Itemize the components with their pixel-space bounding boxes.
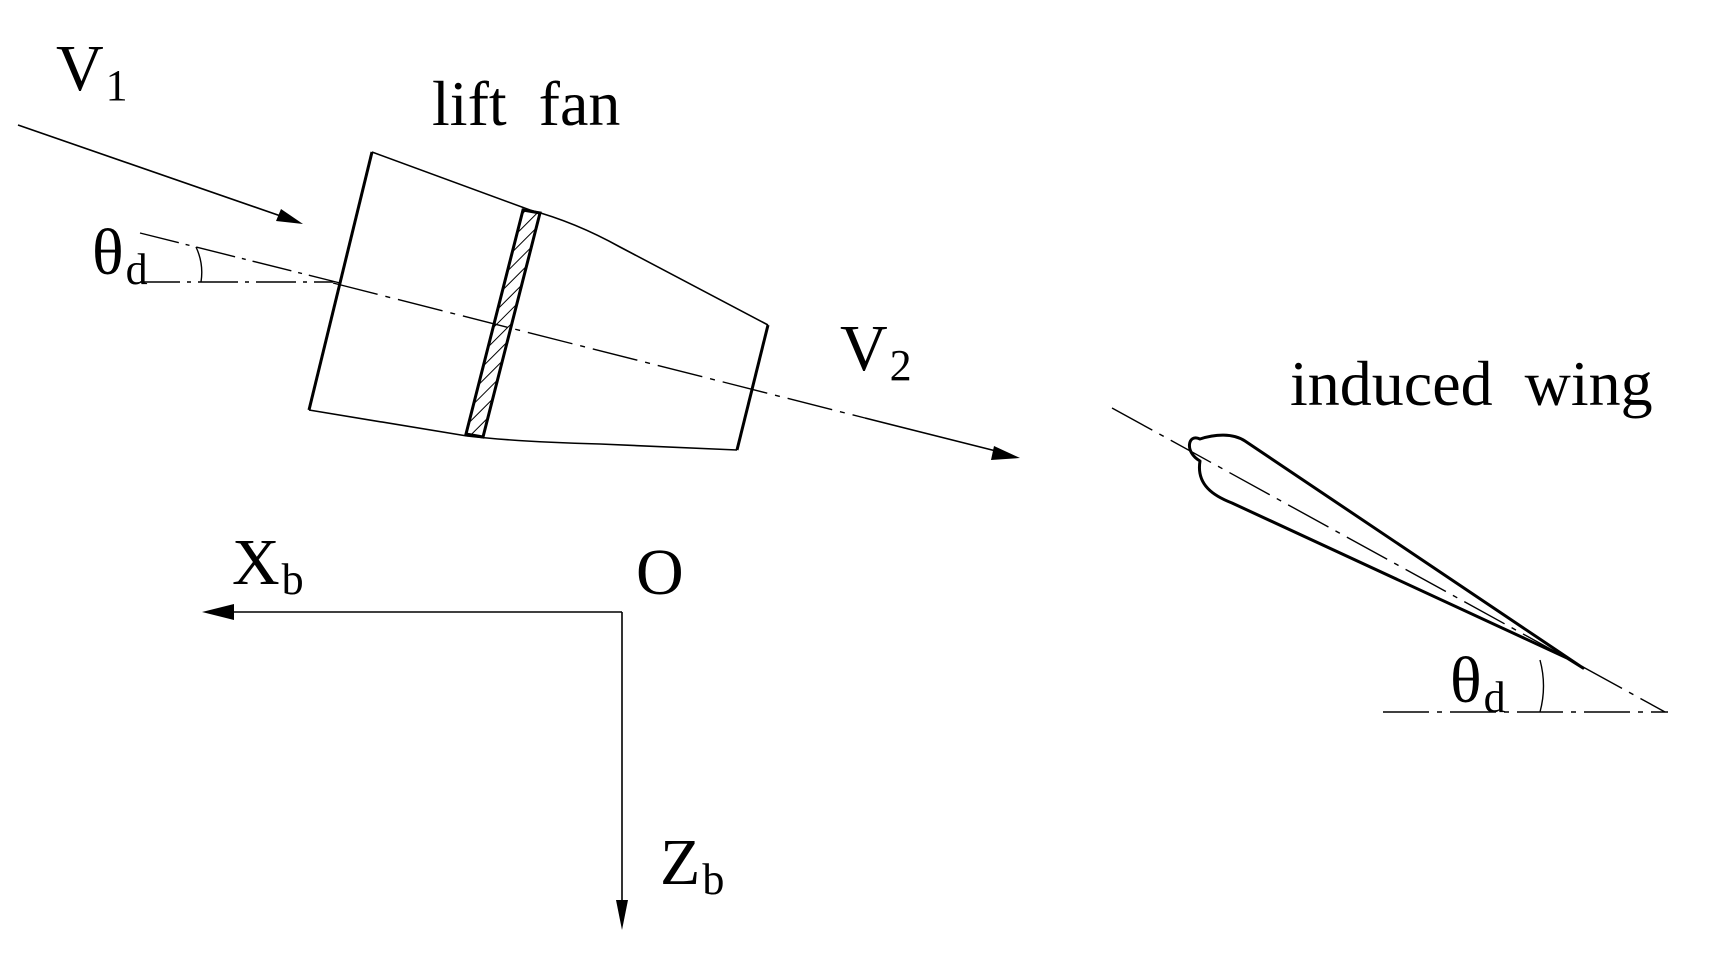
theta-angle-right bbox=[1383, 660, 1668, 712]
fan-centerline bbox=[333, 283, 865, 418]
theta-angle-left bbox=[140, 233, 340, 283]
theta-right-label: θd bbox=[1450, 648, 1506, 720]
theta-left-main: θ bbox=[92, 216, 124, 289]
v1-label: V1 bbox=[56, 36, 128, 108]
theta-left-label: θd bbox=[92, 220, 148, 292]
induced-wing-airfoil bbox=[1189, 435, 1583, 668]
theta-right-main: θ bbox=[1450, 644, 1482, 717]
zb-main: Z bbox=[660, 826, 701, 899]
xb-arrowhead bbox=[202, 604, 234, 620]
theta-left-sub: d bbox=[125, 245, 148, 294]
v1-arrow bbox=[18, 125, 303, 224]
v2-arrow bbox=[865, 418, 1020, 460]
body-axes bbox=[202, 604, 628, 930]
induced-wing-label: induced wing bbox=[1290, 348, 1653, 419]
v1-sub: 1 bbox=[105, 61, 128, 110]
origin-label: O bbox=[636, 536, 684, 609]
xb-sub: b bbox=[281, 555, 304, 604]
v2-label: V2 bbox=[840, 316, 912, 388]
theta-right-sub: d bbox=[1483, 673, 1506, 722]
xb-label: Xb bbox=[232, 530, 304, 602]
xb-main: X bbox=[232, 526, 280, 599]
zb-sub: b bbox=[702, 855, 725, 904]
zb-label: Zb bbox=[660, 830, 724, 902]
v1-main: V bbox=[56, 32, 104, 105]
v2-main: V bbox=[840, 312, 888, 385]
fan-rotor bbox=[466, 210, 540, 437]
lift-fan-label: lift fan bbox=[432, 68, 621, 139]
lift-fan-duct bbox=[309, 152, 768, 450]
v2-sub: 2 bbox=[889, 341, 912, 390]
zb-arrowhead bbox=[616, 900, 628, 930]
